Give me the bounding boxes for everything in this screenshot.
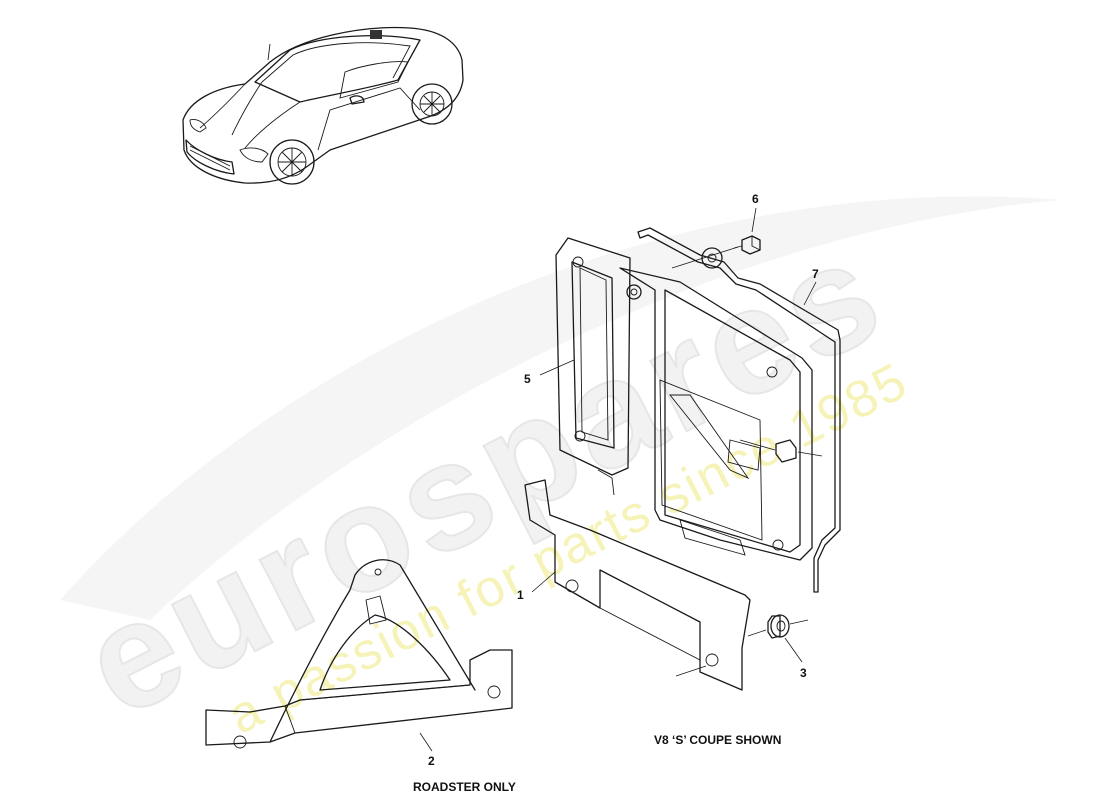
callout-5: 5 [524, 372, 531, 386]
wire-frame [637, 227, 841, 593]
coupe-caption: V8 ‘S’ COUPE SHOWN [654, 733, 781, 747]
watermark: eurospares a passion for parts since 198… [57, 196, 1060, 750]
car-illustration [182, 26, 464, 185]
grommet [747, 614, 809, 639]
roadster-caption: ROADSTER ONLY [413, 780, 516, 794]
ecu-module [619, 267, 823, 561]
callout-2: 2 [428, 754, 435, 768]
gasket-plate [555, 237, 642, 496]
leader-lines [419, 207, 817, 752]
bolt [671, 235, 761, 269]
callout-1: 1 [517, 588, 524, 602]
callouts: 1 2 3 5 6 7 [428, 192, 819, 768]
ecu-location-marker [370, 30, 382, 39]
callout-6: 6 [752, 192, 759, 206]
callout-3: 3 [800, 666, 807, 680]
watermark-swoosh [60, 196, 1060, 620]
watermark-brand: eurospares [58, 204, 908, 748]
roadster-bracket [205, 559, 513, 749]
callout-7: 7 [812, 267, 819, 281]
mounting-bracket [524, 479, 751, 691]
